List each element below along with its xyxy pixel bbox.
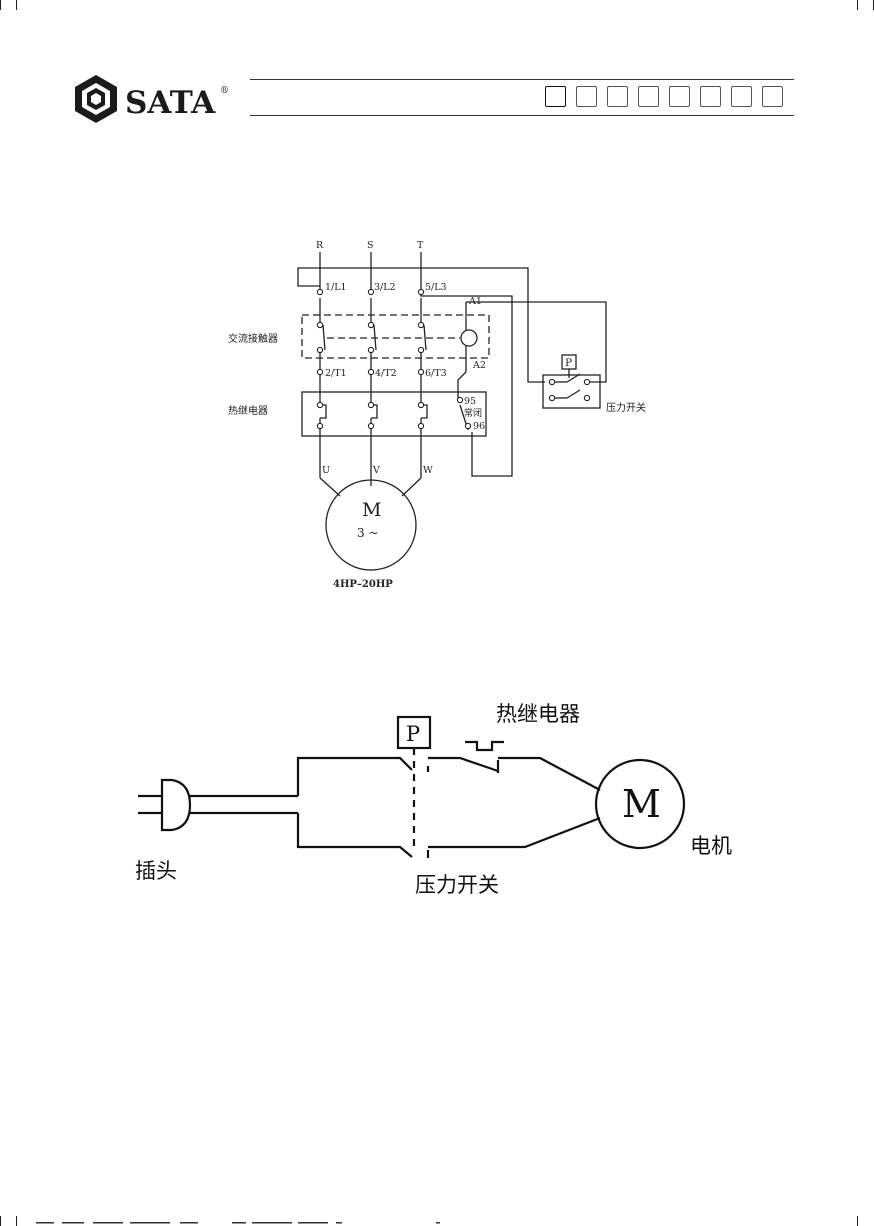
phase-label: R <box>316 240 324 251</box>
coil-terminal-label: A2 <box>472 360 486 371</box>
load-terminal-label: 6/T3 <box>425 368 447 379</box>
line-terminal-label: 1/L1 <box>325 282 347 293</box>
thermal-relay-label: 热继电器 <box>496 702 580 726</box>
line-terminal-label: 3/L2 <box>374 282 396 293</box>
pressure-switch-label: 压力开关 <box>415 873 499 897</box>
relay-contact-label: 95 <box>464 396 476 407</box>
coil-terminal-label: A1 <box>468 296 482 307</box>
motor-terminal-label: V <box>372 465 380 476</box>
plug-label: 插头 <box>135 859 177 883</box>
pressure-switch-symbol: P <box>565 357 572 369</box>
load-terminal-label: 4/T2 <box>375 368 397 379</box>
motor-symbol: M <box>622 782 661 826</box>
phase-label: S <box>367 240 374 251</box>
printer-marks <box>0 1216 874 1226</box>
motor-symbol: M <box>362 499 381 521</box>
contactor-label: 交流接触器 <box>228 332 278 345</box>
thermal-relay-label: 热继电器 <box>228 404 268 417</box>
pressure-switch-symbol: P <box>406 722 420 746</box>
relay-contact-label: 96 <box>473 421 485 432</box>
pressure-switch-label: 压力开关 <box>606 401 646 414</box>
load-terminal-label: 2/T1 <box>325 368 347 379</box>
motor-label: 电机 <box>690 834 732 858</box>
line-terminal-label: 5/L3 <box>425 282 447 293</box>
relay-contact-label: 常闭 <box>464 407 482 419</box>
motor-terminal-label: U <box>322 465 330 476</box>
phase-label: T <box>417 240 424 251</box>
power-range-label: 4HP–20HP <box>333 579 393 590</box>
motor-phase: 3 ~ <box>357 526 379 540</box>
motor-terminal-label: W <box>423 465 433 476</box>
